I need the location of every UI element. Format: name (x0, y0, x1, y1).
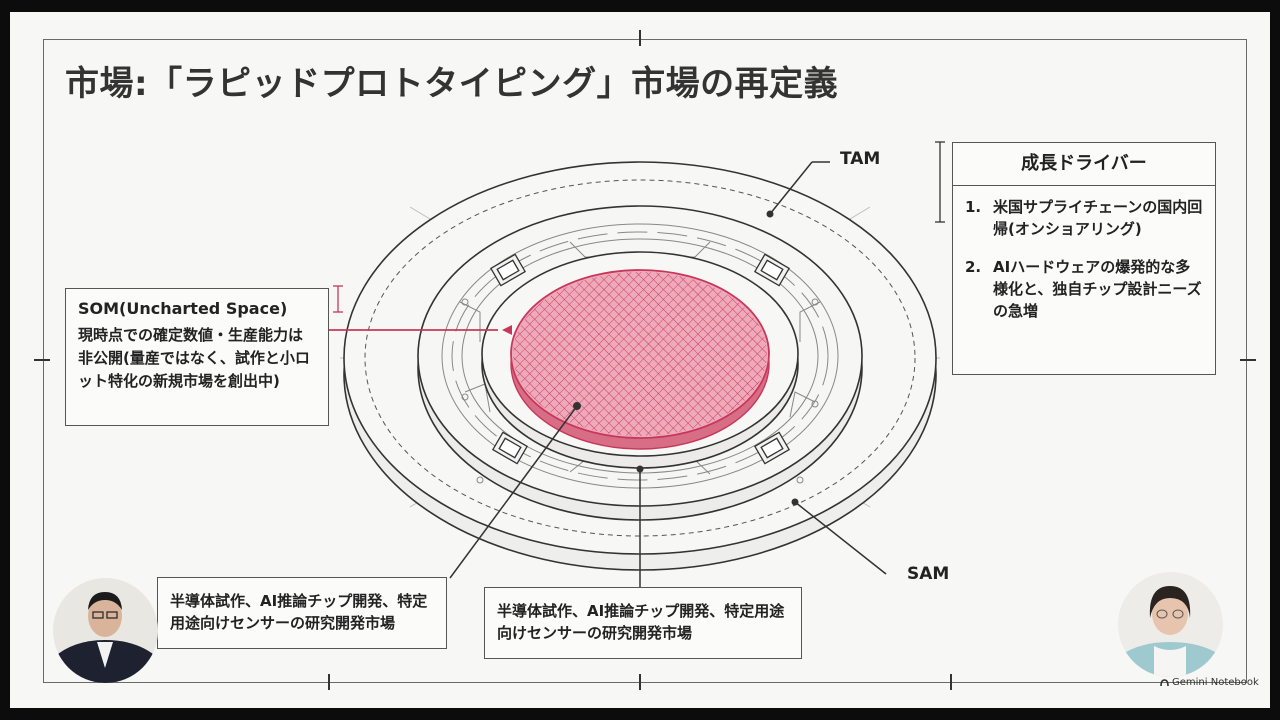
list-item: 1. 米国サプライチェーンの国内回帰(オンショアリング) (965, 196, 1203, 240)
list-item-number: 2. (965, 258, 982, 276)
frame-tick (34, 359, 50, 361)
list-item-number: 1. (965, 198, 982, 216)
frame-tick (639, 30, 641, 46)
person-avatar-icon (1118, 572, 1223, 677)
frame-tick (639, 674, 641, 690)
growth-drivers-box: 成長ドライバー 1. 米国サプライチェーンの国内回帰(オンショアリング) 2. … (952, 142, 1216, 375)
tam-dashed-ring (364, 179, 916, 537)
presenter-video-left[interactable] (53, 578, 158, 683)
notebook-logo-icon (1160, 679, 1169, 687)
list-item-text: AIハードウェアの爆発的な多様化と、独自チップ設計ニーズの急増 (993, 258, 1202, 320)
center-caption-box: 半導体試作、AI推論チップ開発、特定用途向けセンサーの研究開発市場 (484, 587, 802, 659)
list-item-text: 米国サプライチェーンの国内回帰(オンショアリング) (993, 198, 1203, 238)
som-title: SOM(Uncharted Space) (78, 299, 288, 318)
frame-tick (1240, 359, 1256, 361)
brand-watermark: Gemini Notebook (1160, 677, 1259, 688)
market-diagram (328, 141, 945, 587)
frame-tick (950, 674, 952, 690)
tam-leader (769, 161, 813, 215)
chip-icons (489, 253, 791, 465)
person-avatar-icon (53, 578, 158, 683)
growth-drivers-list: 1. 米国サプライチェーンの国内回帰(オンショアリング) 2. AIハードウェア… (953, 186, 1215, 322)
presenter-video-right[interactable] (1118, 572, 1223, 677)
left-caption-box: 半導体試作、AI推論チップ開発、特定用途向けセンサーの研究開発市場 (157, 577, 447, 649)
frame-tick (328, 674, 330, 690)
brand-name: Gemini Notebook (1172, 677, 1259, 688)
slide: 市場:「ラピッドプロトタイピング」市場の再定義 (10, 12, 1270, 708)
tam-label: TAM (840, 149, 881, 169)
growth-drivers-heading: 成長ドライバー (953, 143, 1215, 186)
som-box: SOM(Uncharted Space) 現時点での確定数値・生産能力は非公開(… (65, 288, 329, 426)
list-item: 2. AIハードウェアの爆発的な多様化と、独自チップ設計ニーズの急増 (965, 256, 1203, 322)
left-caption-leader (449, 405, 578, 579)
sam-leader (794, 501, 887, 575)
sam-label: SAM (907, 564, 950, 584)
slide-frame (43, 39, 1247, 683)
page-title: 市場:「ラピッドプロトタイピング」市場の再定義 (65, 64, 839, 104)
som-description: 現時点での確定数値・生産能力は非公開(量産ではなく、試作と小ロット特化の新規市場… (78, 326, 310, 390)
som-wafer-grid (513, 272, 767, 436)
